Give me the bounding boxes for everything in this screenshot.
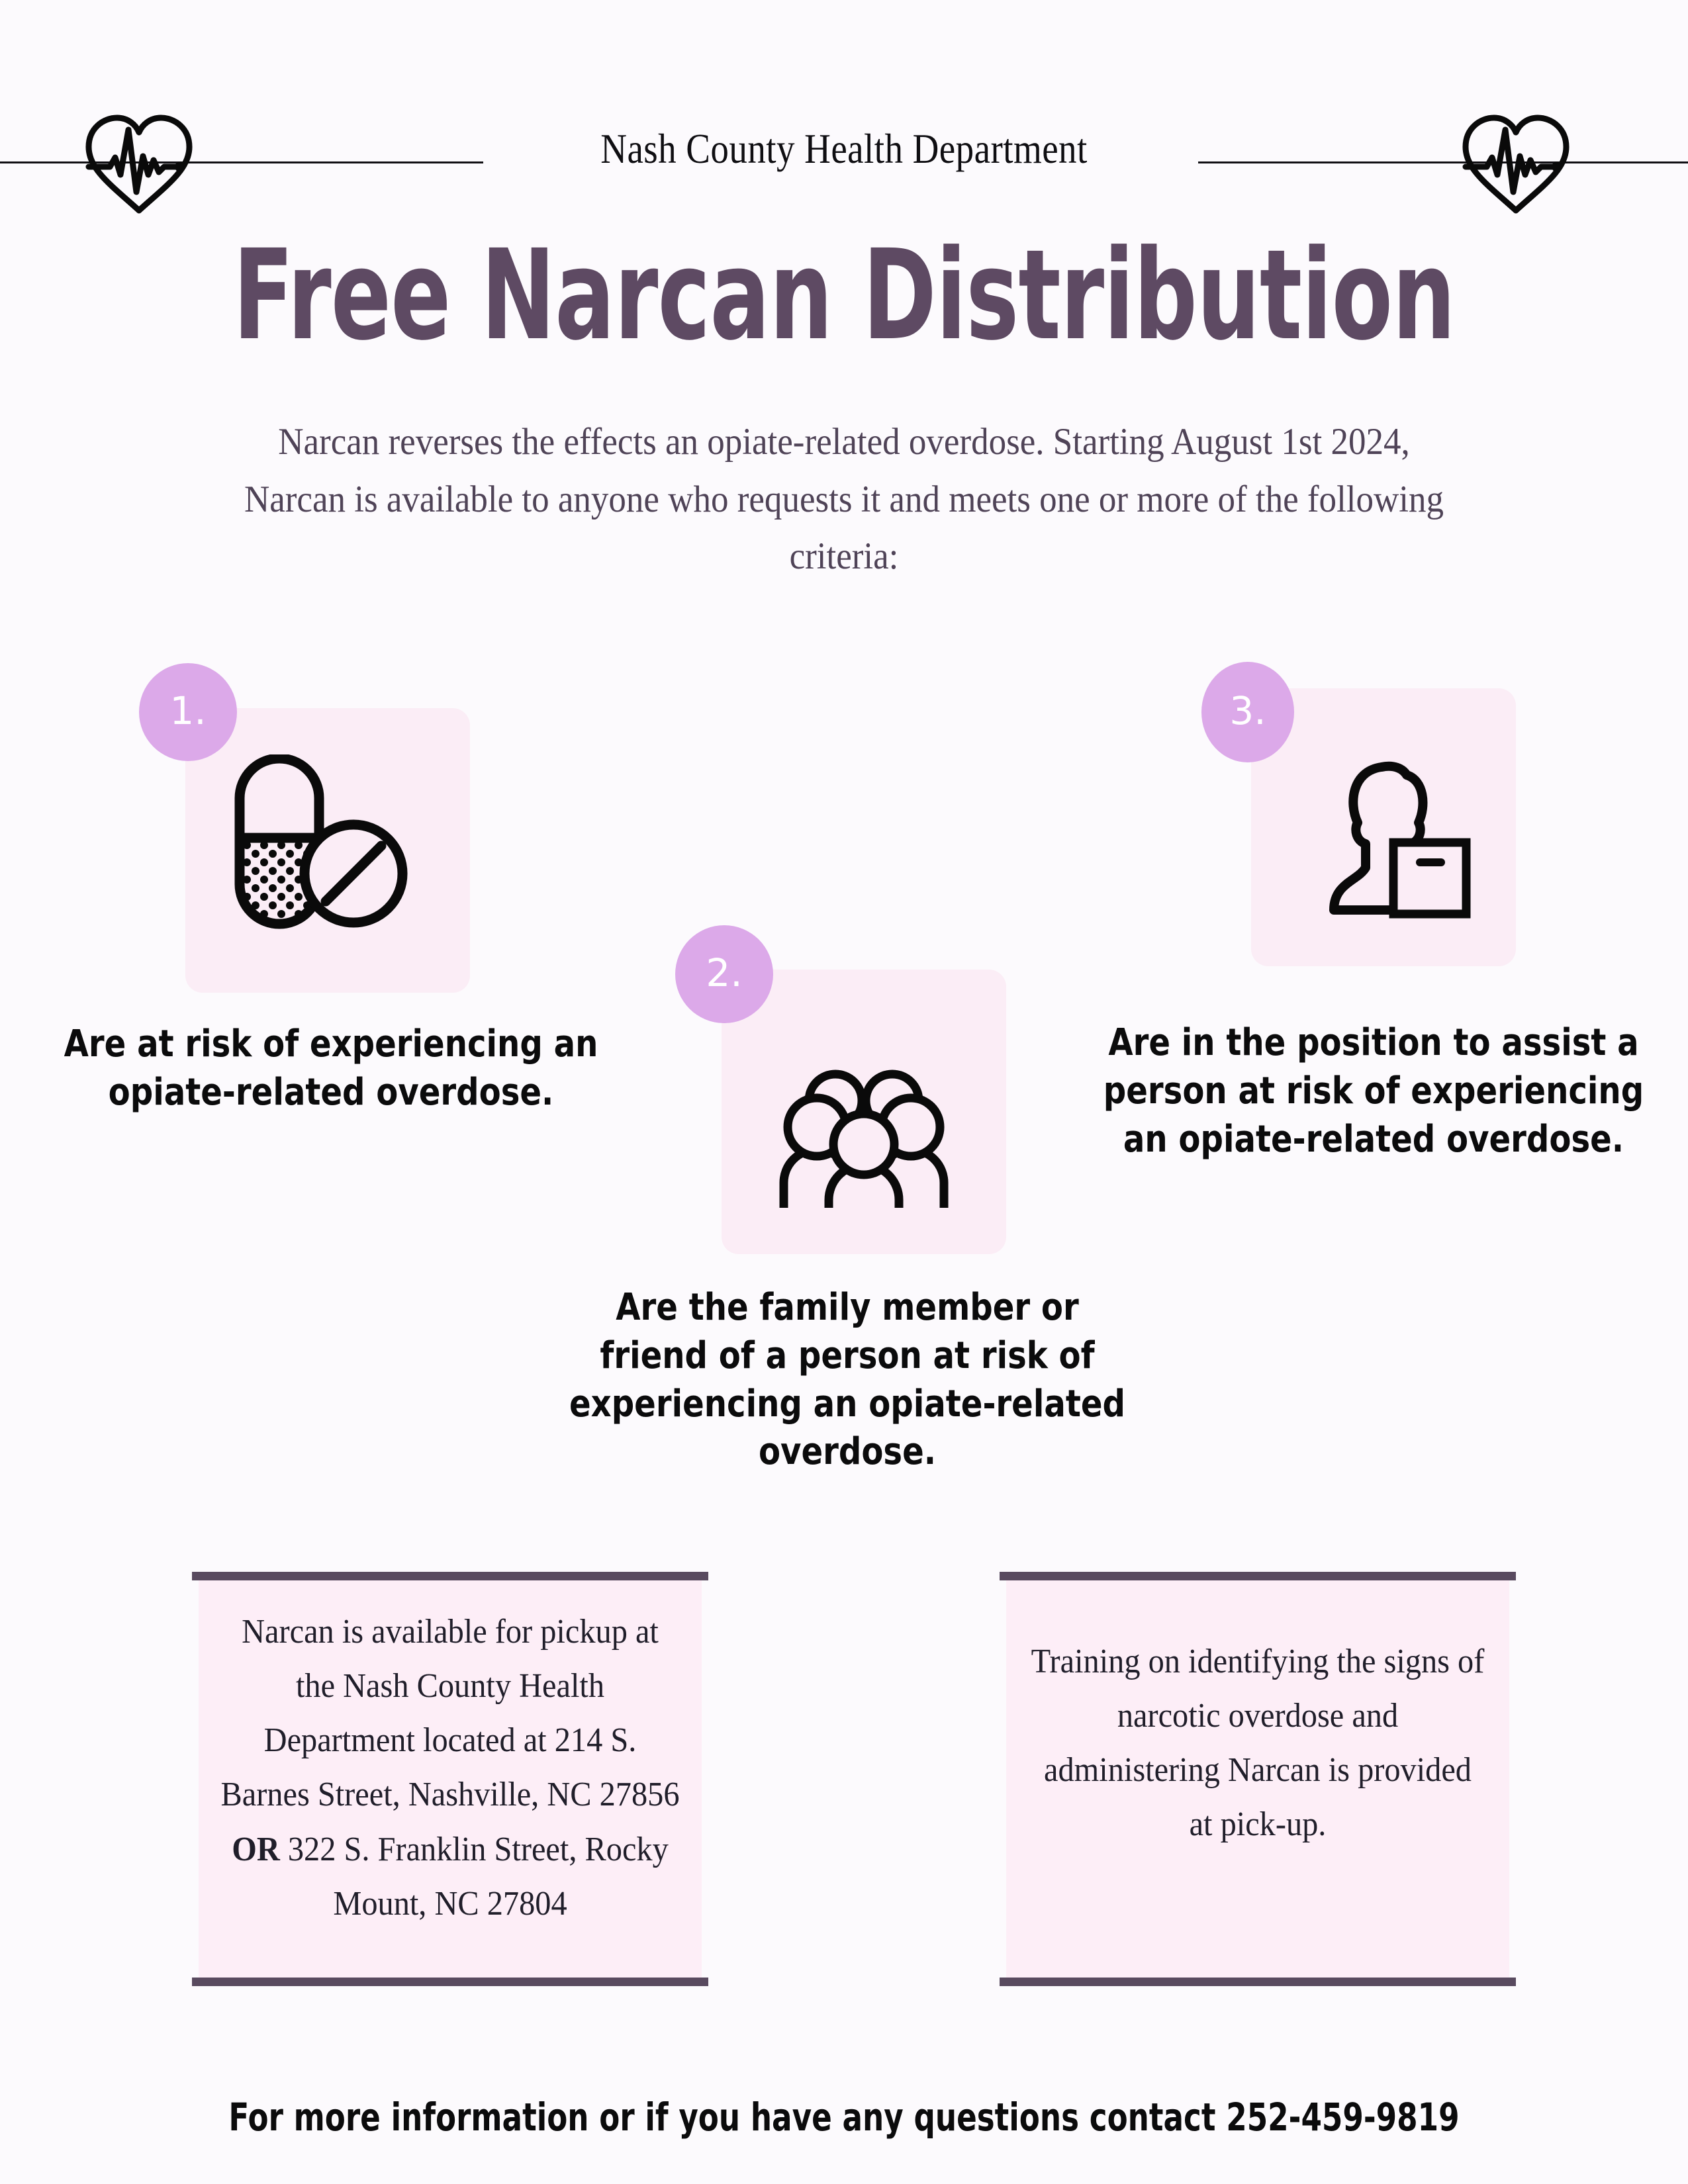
criteria-badge-1: 1. <box>139 663 237 761</box>
header-rule-mid-left <box>169 161 483 163</box>
pills-icon <box>225 753 417 940</box>
header-rule-mid-right <box>1198 161 1542 163</box>
training-box-bottom-bar <box>1000 1978 1516 1986</box>
criteria-badge-3: 3. <box>1201 662 1294 762</box>
criteria-text-1: Are at risk of experiencing an opiate-re… <box>64 1023 598 1114</box>
group-of-people-icon <box>768 1023 960 1239</box>
header: Nash County Health Department <box>0 99 1688 225</box>
pickup-text-part-1: Narcan is available for pickup at the Na… <box>220 1613 680 1814</box>
person-with-kit-icon <box>1294 745 1479 930</box>
pickup-box-top-bar <box>192 1572 708 1580</box>
training-box-top-bar <box>1000 1572 1516 1580</box>
training-info-box <box>1006 1580 1509 1978</box>
organization-name: Nash County Health Department <box>600 125 1088 172</box>
intro-paragraph: Narcan reverses the effects an opiate-re… <box>244 421 1444 578</box>
pickup-box-bottom-bar <box>192 1978 708 1986</box>
page-title: Free Narcan Distribution <box>232 222 1456 368</box>
pickup-info-box <box>199 1580 702 1978</box>
pickup-info-text: Narcan is available for pickup at the Na… <box>219 1605 681 1931</box>
pickup-text-or: OR <box>232 1830 280 1868</box>
pickup-text-part-2: 322 S. Franklin Street, Rocky Mount, NC … <box>279 1830 669 1923</box>
training-info-text: Training on identifying the signs of nar… <box>1031 1643 1485 1844</box>
header-rule-right <box>1532 161 1688 163</box>
heartbeat-icon <box>79 106 199 218</box>
criteria-text-2: Are the family member or friend of a per… <box>569 1286 1126 1474</box>
criteria-text-3: Are in the position to assist a person a… <box>1103 1021 1644 1161</box>
contact-footer: For more information or if you have any … <box>228 2095 1460 2140</box>
heartbeat-icon <box>1456 106 1575 218</box>
criteria-badge-2: 2. <box>675 925 773 1023</box>
